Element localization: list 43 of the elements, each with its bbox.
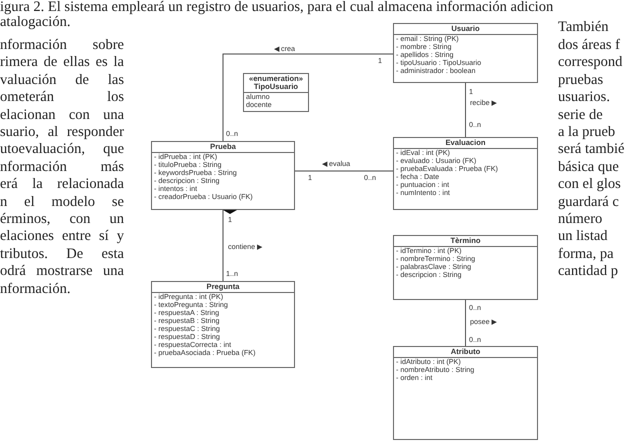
- class-box: [393, 346, 538, 440]
- body-text: nformación más: [0, 158, 124, 176]
- body-text: rimera de ellas es la: [0, 54, 124, 72]
- body-text: básica que: [558, 158, 619, 176]
- body-text: correspond: [558, 54, 622, 72]
- body-text: número: [558, 211, 602, 228]
- body-text: nformación.: [0, 280, 72, 298]
- body-text: serie de: [558, 106, 603, 124]
- body-text: érminos, con un: [0, 211, 124, 228]
- body-text: elaciones entre sí y: [0, 228, 124, 246]
- association-line: [465, 82, 466, 138]
- class-box: [393, 23, 538, 83]
- body-text: pruebas: [558, 72, 604, 89]
- body-text: suario, al responder: [0, 124, 124, 141]
- body-text: n el modelo se: [0, 194, 124, 211]
- association-line: [222, 54, 394, 142]
- body-text: usuarios.: [558, 89, 610, 106]
- enumeration-box: [243, 73, 309, 112]
- body-text: será tambié: [558, 141, 624, 158]
- body-text: guardará c: [558, 194, 619, 211]
- body-text: forma, pa: [558, 246, 614, 263]
- class-box: [393, 137, 538, 210]
- class-box: [151, 141, 295, 210]
- body-text: valuación de las: [0, 72, 124, 89]
- body-text: nformación sobre: [0, 37, 124, 54]
- association-line: [294, 170, 394, 172]
- class-box: [393, 235, 538, 300]
- body-text: erá la relacionada: [0, 176, 124, 194]
- body-text: También: [558, 19, 609, 36]
- body-text: igura 2. El sistema empleará un registro de usuarios, para el cual almacena información adicion: [0, 0, 554, 16]
- body-text: dos áreas f: [558, 37, 620, 54]
- body-text: un listad: [558, 228, 608, 246]
- body-text: atalogación.: [0, 14, 70, 31]
- body-text: con el glos: [558, 176, 621, 194]
- body-text: a la prueb: [558, 124, 616, 141]
- body-text: odrá mostrarse una: [0, 263, 124, 280]
- body-text: utoevaluación, que: [0, 141, 124, 158]
- association-line: [465, 300, 466, 346]
- body-text: elacionan con una: [0, 106, 124, 124]
- body-text: tributos. De esta: [0, 246, 124, 263]
- body-text: cantidad p: [558, 263, 618, 280]
- body-text: ometerán los: [0, 89, 124, 106]
- class-box: [151, 281, 295, 368]
